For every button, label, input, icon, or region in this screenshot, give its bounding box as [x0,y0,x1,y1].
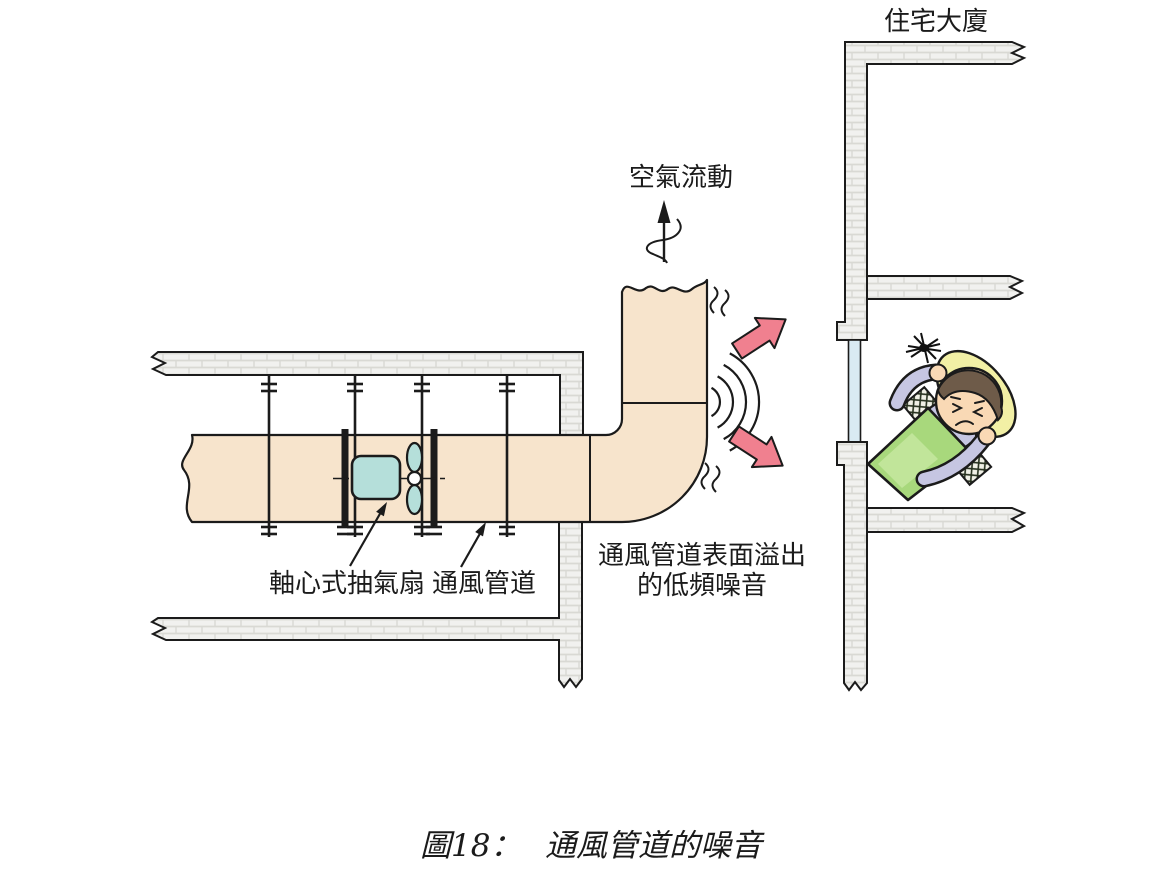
fan-motor [350,454,402,501]
building-lower-wall [836,441,868,692]
ventilation-duct [181,278,709,524]
left-eye [952,403,964,413]
fan-leader-arrow [349,502,387,567]
air-swirl [645,218,682,264]
hair [936,369,1003,422]
caption-number: 圖18： [420,828,521,864]
sleeping-person [866,332,1017,502]
machine-room-ceiling-slab [150,351,584,438]
arms [888,363,997,488]
noise-arrows [728,316,787,469]
building-label: 住宅大廈 [884,7,988,37]
hanger-rod [499,375,515,537]
window-pane [847,339,862,443]
noise-arrow-up [731,316,787,360]
right-arm [918,434,989,485]
right-brow [974,400,985,404]
noise-arrow-down [728,425,784,469]
mouth-frown [955,420,974,426]
squiggle [709,286,719,314]
machine-room-floor-slab-and-wall [149,520,583,689]
squiggle [700,462,710,490]
vent-duct-label: 通風管道 [432,569,536,599]
building-roof-slab-and-upper-wall [836,41,1027,341]
squiggle [711,465,721,493]
leader-arrows [349,502,486,568]
duct-body [181,278,709,524]
vibration-squiggles [700,286,730,493]
left-hand [928,363,948,383]
noise-label-line1: 通風管道表面溢出 [598,541,806,571]
building-bottom-floor-slab [866,507,1027,533]
blanket-highlight [878,433,938,488]
air-arrow-head [657,200,671,223]
squiggle [720,289,730,317]
right-hand [977,426,997,446]
face [950,396,985,426]
axial-fan-label: 軸心式抽氣扇 [269,569,425,599]
left-brow [950,396,961,400]
noise-label-line2: 的低頻噪音 [637,571,767,601]
duct-leader-arrow [460,522,486,568]
residential-building [836,41,1027,692]
air-flow-label: 空氣流動 [629,163,733,193]
machine-room-structure [149,351,584,689]
axial-fan [333,441,447,516]
fan-blade-bottom [405,483,424,516]
building-middle-floor-slab [866,275,1025,300]
right-eye [971,407,983,417]
caption-title: 通風管道的噪音 [545,828,765,864]
hanger-rod [261,375,277,537]
fan-blade-top [405,441,424,474]
annoyance-scribble [905,332,942,364]
air-flow-arrow [645,200,682,264]
fan-hub [406,470,423,487]
